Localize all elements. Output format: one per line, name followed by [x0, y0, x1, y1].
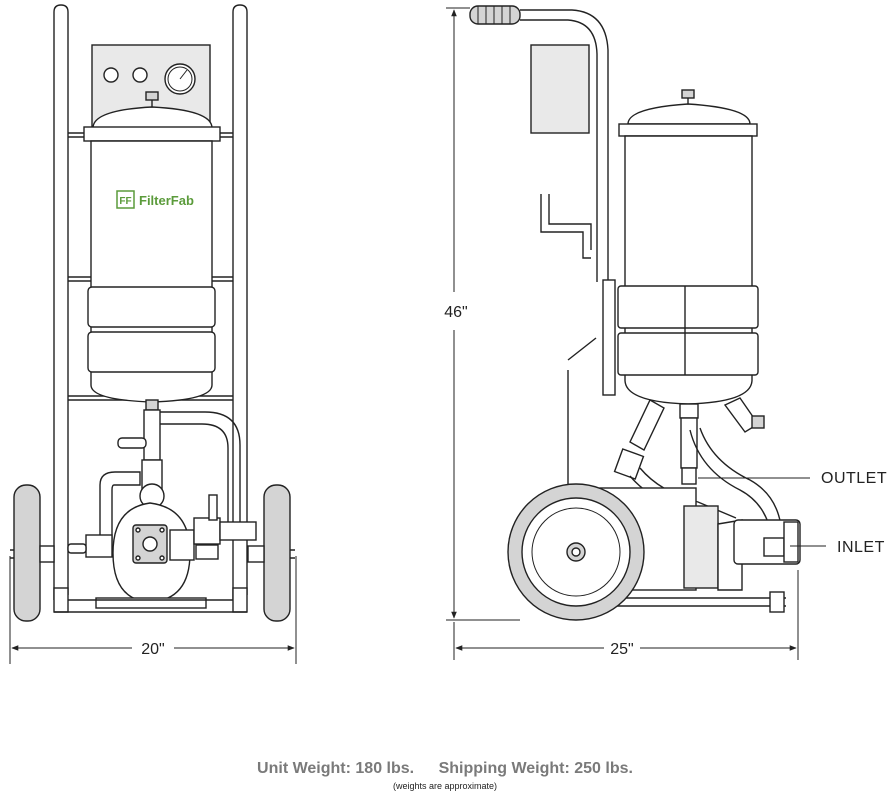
indicator-light-icon	[103, 67, 119, 83]
unit-weight: Unit Weight: 180 lbs.	[257, 760, 415, 777]
dimension-depth: 25"	[453, 570, 799, 660]
outlet-label: OUTLET	[821, 470, 887, 487]
front-view: FF FilterFab	[10, 4, 295, 622]
depth-dimension-label: 25"	[610, 641, 633, 658]
height-dimension-label: 46"	[444, 304, 467, 321]
dimension-height: 46"	[444, 7, 520, 621]
dimension-width: 20"	[9, 556, 297, 664]
width-dimension-label: 20"	[141, 641, 164, 658]
weights-line: Unit Weight: 180 lbs. Shipping Weight: 2…	[0, 760, 890, 778]
weights-note: (weights are approximate)	[392, 781, 498, 791]
side-view	[469, 5, 801, 621]
logo-mark: FF	[119, 196, 131, 207]
inlet-label: INLET	[837, 539, 885, 556]
shipping-weight: Shipping Weight: 250 lbs.	[438, 760, 633, 777]
filterfab-logo: FF FilterFab	[116, 190, 194, 209]
logo-name: FilterFab	[139, 193, 194, 208]
indicator-light-icon	[132, 67, 148, 83]
